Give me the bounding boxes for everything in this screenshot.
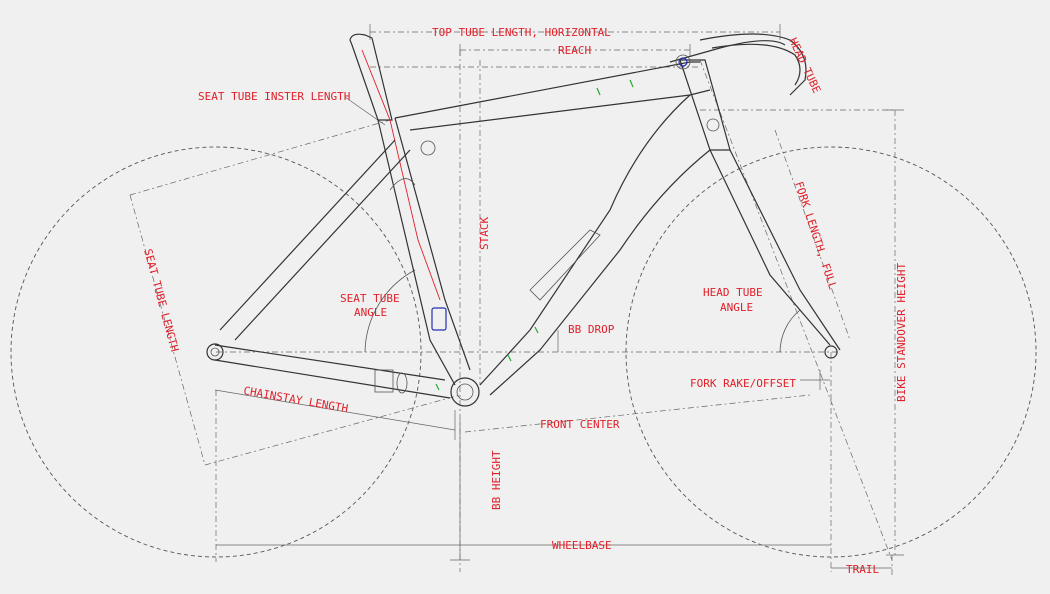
reach-label: REACH <box>558 44 591 57</box>
fork-length-label: FORK LENGTH, FULL <box>792 180 839 291</box>
seat-tube-angle-arc <box>364 269 416 353</box>
seat-tube-length-label: SEAT TUBE LENGTH <box>141 247 181 353</box>
standover-label: BIKE STANDOVER HEIGHT <box>895 263 908 402</box>
bb-height-label: BB HEIGHT <box>490 450 503 510</box>
green-markers <box>435 79 634 391</box>
blue-mount <box>431 307 447 331</box>
head-tube-angle-arc <box>779 309 801 353</box>
head-tube-angle-label-1: HEAD TUBE <box>703 286 763 299</box>
front-wheel <box>625 146 1037 558</box>
wheelbase-label: WHEELBASE <box>552 539 612 552</box>
top-tube-label: TOP TUBE LENGTH, HORIZONTAL <box>432 26 611 39</box>
bb-drop-label: BB DROP <box>568 323 615 336</box>
front-center-label: FRONT CENTER <box>540 418 620 431</box>
head-tube-label: HEAD TUBE <box>786 36 823 96</box>
fork-rake-label: FORK RAKE/OFFSET <box>690 377 796 390</box>
seat-tube-angle-label-2: ANGLE <box>354 306 387 319</box>
trail-label: TRAIL <box>846 563 879 576</box>
head-tube-angle-label-2: ANGLE <box>720 301 753 314</box>
seat-tube-insert-label: SEAT TUBE INSTER LENGTH <box>198 90 350 103</box>
chainstay-label: CHAINSTAY LENGTH <box>242 384 349 415</box>
frame <box>206 33 841 407</box>
seat-tube-angle-label-1: SEAT TUBE <box>340 292 400 305</box>
dimension-lines <box>129 24 904 575</box>
stack-label: STACK <box>478 217 491 250</box>
